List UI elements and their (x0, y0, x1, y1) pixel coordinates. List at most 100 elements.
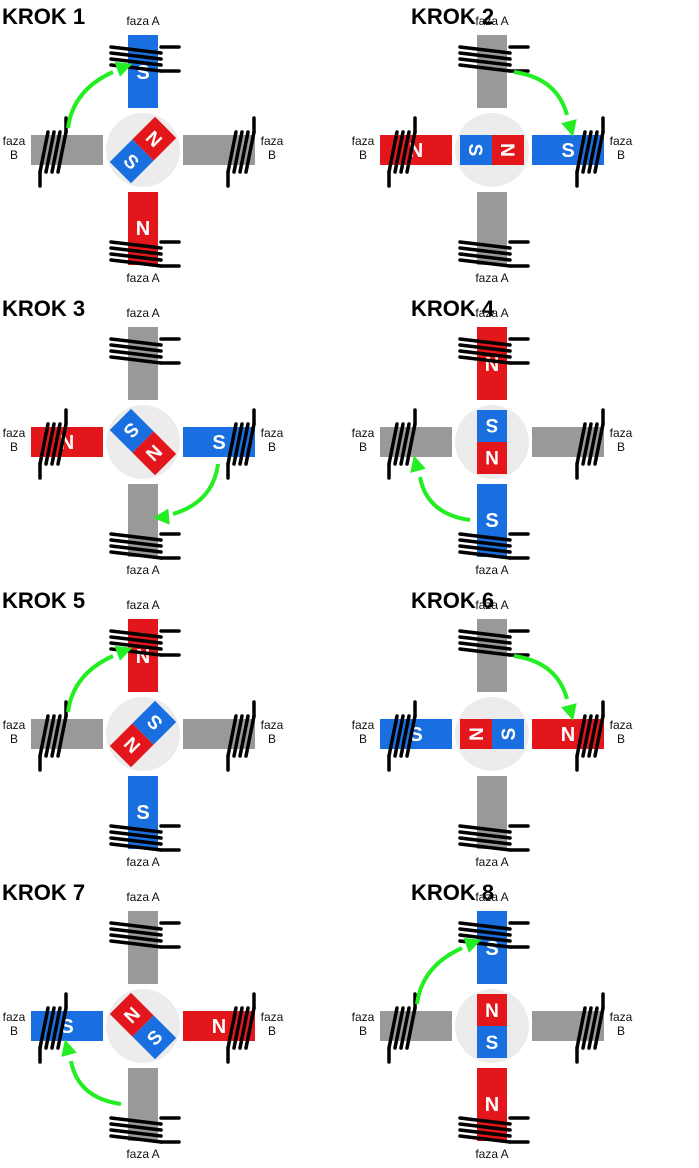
coil-turn (387, 714, 399, 758)
coil-turn (109, 635, 163, 645)
phase-a-label-top: faza A (475, 306, 509, 320)
phase-b-letter: B (616, 440, 625, 454)
coil-turn (593, 422, 605, 466)
coil-turn (458, 355, 512, 365)
coil-turn (44, 422, 56, 466)
pole-letter-bottom: S (485, 510, 498, 532)
coil-turn (393, 1006, 405, 1050)
phase-b-letter: B (616, 732, 625, 746)
pole-letter-bottom: N (485, 1094, 499, 1116)
coil-turn (109, 343, 163, 353)
phase-a-label-top: faza A (126, 598, 160, 612)
coil-turn (50, 422, 62, 466)
phase-b-letter: B (9, 732, 18, 746)
coil-turn (232, 714, 244, 758)
coil-turn (387, 422, 399, 466)
coil-turn (458, 921, 512, 931)
coil-winding-top (109, 337, 181, 365)
coil-turn (109, 51, 163, 61)
coil-winding-bottom (458, 824, 530, 852)
coil-turn (458, 246, 512, 256)
coil-turn (387, 1006, 399, 1050)
coil-turn (109, 246, 163, 256)
step-title: KROK 2 (411, 4, 495, 29)
coil-turn (458, 641, 512, 651)
coil-turn (593, 714, 605, 758)
coil-turn (109, 544, 163, 554)
coil-turn (109, 337, 163, 347)
phase-b-letter: B (616, 1024, 625, 1038)
coil-turn (458, 240, 512, 250)
coil-winding-bottom (109, 532, 181, 560)
coil-turn (458, 544, 512, 554)
coil-turn (458, 550, 512, 560)
coil-turn (109, 355, 163, 365)
coil-turn (50, 1006, 62, 1050)
coil-winding-top (458, 337, 530, 365)
rotor-magnet: NS (477, 994, 507, 1058)
coil-turn (109, 641, 163, 651)
coil-turn (56, 1006, 68, 1050)
coil-turn (405, 1006, 417, 1050)
coil-turn (109, 532, 163, 542)
coil-turn (50, 714, 62, 758)
rotor-north-half (109, 723, 154, 768)
coil-turn (458, 1122, 512, 1132)
coil-turn (593, 130, 605, 174)
coil-turn (593, 1006, 605, 1050)
phase-b-letter: B (358, 732, 367, 746)
coil-turn (226, 1006, 238, 1050)
coil-winding-right (226, 700, 256, 772)
coil-winding-bottom (109, 824, 181, 852)
coil-turn (109, 45, 163, 55)
coil-turn (56, 130, 68, 174)
coil-turn (109, 1134, 163, 1144)
rotation-arrow (418, 476, 471, 522)
coil-turn (38, 1006, 50, 1050)
coil-turn (581, 714, 593, 758)
coil-turn (587, 130, 599, 174)
coil-turn (109, 830, 163, 840)
coil-turn (393, 422, 405, 466)
coil-turn (458, 629, 512, 639)
pole-letter-right: S (212, 432, 225, 454)
coil-turn (458, 927, 512, 937)
rotation-arrow (69, 1060, 122, 1106)
coil-turn (44, 130, 56, 174)
step-title: KROK 7 (2, 880, 86, 905)
coil-winding-top (458, 629, 530, 657)
rotation-arrow-head (114, 645, 133, 661)
coil-turn (399, 1006, 411, 1050)
coil-winding-bottom (109, 1116, 181, 1144)
rotor-south-half (492, 719, 524, 749)
rotor-north-half (132, 116, 177, 161)
phase-b-word: faza (609, 426, 633, 440)
step-title: KROK 5 (2, 588, 86, 613)
coil-winding-left (387, 408, 417, 480)
coil-turn (458, 635, 512, 645)
phase-b-word: faza (2, 1010, 26, 1024)
coil-turn (232, 1006, 244, 1050)
coil-winding-right (575, 992, 605, 1064)
rotor-letter-n: N (485, 1001, 499, 1022)
coil-winding-left (387, 700, 417, 772)
phase-a-label-top: faza A (126, 14, 160, 28)
coil-turn (109, 240, 163, 250)
coil-turn (458, 1128, 512, 1138)
coil-winding-right (575, 116, 605, 188)
pole-letter-bottom: S (136, 802, 149, 824)
rotation-arrow (415, 946, 463, 1005)
coil-winding-right (226, 992, 256, 1064)
coil-turn (587, 1006, 599, 1050)
rotor-south-half (460, 135, 492, 165)
phase-b-word: faza (609, 1010, 633, 1024)
